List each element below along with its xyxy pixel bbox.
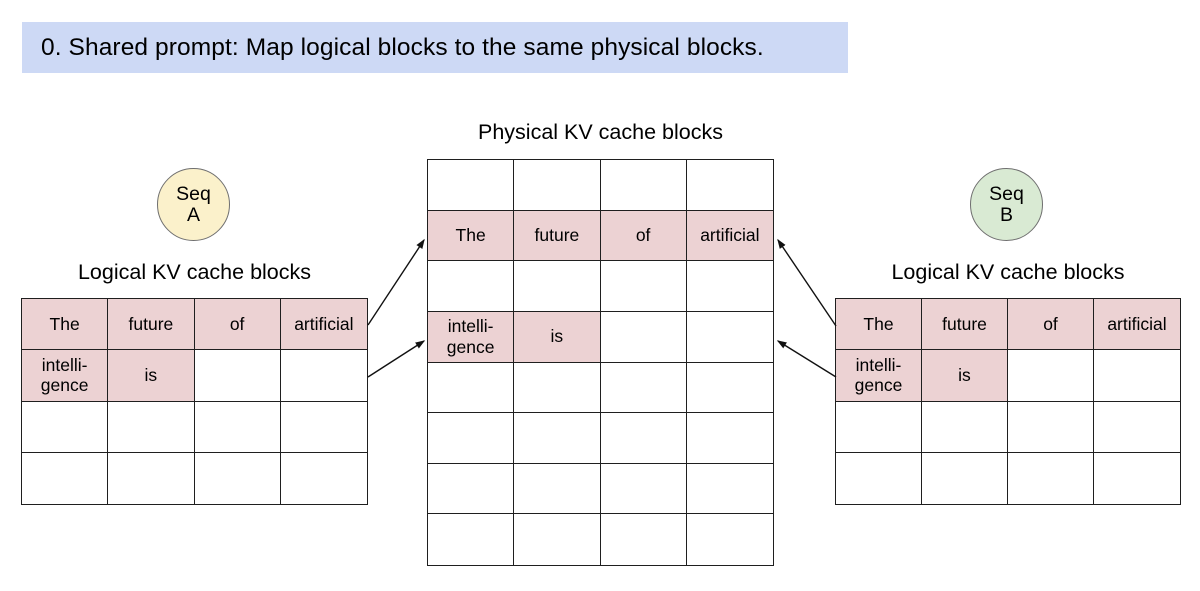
kv-cache-cell xyxy=(1008,350,1094,402)
kv-cache-cell xyxy=(22,452,109,504)
kv-cache-cell xyxy=(428,261,515,312)
step-title-text: 0. Shared prompt: Map logical blocks to … xyxy=(41,33,764,61)
kv-cache-cell xyxy=(600,261,687,312)
kv-cache-cell xyxy=(1008,401,1094,453)
sequence-a-label-line1: Seq xyxy=(176,182,211,205)
kv-cache-cell xyxy=(836,452,922,504)
sequence-b-label-line2: B xyxy=(999,203,1013,226)
kv-cache-cell xyxy=(686,363,773,414)
kv-cache-cell: is xyxy=(514,311,601,363)
kv-cache-cell xyxy=(428,463,515,515)
kv-cache-cell xyxy=(281,453,367,504)
kv-cache-cell: of xyxy=(1008,299,1094,351)
kv-cache-cell: future xyxy=(108,299,195,351)
kv-cache-cell xyxy=(280,350,367,402)
kv-cache-cell xyxy=(686,312,773,363)
kv-cache-cell: intelli- gence xyxy=(836,350,922,402)
kv-cache-cell: is xyxy=(922,350,1008,402)
kv-cache-cell xyxy=(600,160,687,211)
kv-cache-cell: of xyxy=(600,210,687,262)
kv-cache-cell: artificial xyxy=(1094,299,1180,351)
kv-cache-cell xyxy=(600,311,687,363)
step-title-banner: 0. Shared prompt: Map logical blocks to … xyxy=(22,22,848,73)
kv-cache-cell xyxy=(108,452,195,504)
arrow-seq-b-block0-to-physical xyxy=(777,238,837,327)
kv-cache-cell xyxy=(686,261,773,312)
kv-cache-cell xyxy=(836,401,922,453)
kv-cache-cell xyxy=(1094,350,1180,402)
arrow-seq-a-block1-to-physical xyxy=(367,340,426,378)
arrow-seq-b-block1-to-physical xyxy=(776,340,837,378)
sequence-a-label-line2: A xyxy=(186,203,200,226)
kv-cache-cell xyxy=(195,452,281,504)
kv-cache-cell: artificial xyxy=(686,210,773,262)
kv-cache-cell xyxy=(428,413,515,464)
sequence-b-label-line1: Seq xyxy=(989,182,1024,205)
logical-table-b-title: Logical KV cache blocks xyxy=(891,260,1125,284)
kv-cache-cell xyxy=(600,362,687,414)
kv-cache-cell xyxy=(514,413,601,464)
kv-cache-cell: intelli- gence xyxy=(428,311,515,363)
kv-cache-cell xyxy=(514,362,601,414)
kv-cache-cell xyxy=(428,160,515,211)
kv-cache-cell: is xyxy=(108,350,195,402)
kv-cache-cell xyxy=(514,463,601,515)
physical-table-title: Physical KV cache blocks xyxy=(478,120,723,144)
kv-cache-cell xyxy=(922,452,1008,504)
kv-cache-cell xyxy=(428,514,515,565)
kv-cache-cell: future xyxy=(514,210,601,262)
logical-table-a-title: Logical KV cache blocks xyxy=(77,260,312,284)
kv-cache-cell xyxy=(922,401,1008,453)
kv-cache-cell xyxy=(686,160,773,211)
kv-cache-cell: future xyxy=(922,299,1008,351)
kv-cache-cell xyxy=(1094,402,1180,453)
kv-cache-cell xyxy=(108,401,195,453)
kv-cache-cell xyxy=(687,514,773,565)
kv-cache-cell xyxy=(22,401,109,453)
arrow-seq-a-block0-to-physical xyxy=(367,238,425,326)
kv-cache-cell: The xyxy=(428,210,515,262)
sequence-b-badge: Seq B xyxy=(970,168,1043,241)
kv-cache-cell: artificial xyxy=(280,299,367,351)
kv-cache-cell: The xyxy=(22,299,109,351)
kv-cache-cell xyxy=(600,413,687,464)
kv-cache-cell xyxy=(428,362,515,414)
kv-cache-cell xyxy=(686,464,773,515)
kv-cache-cell xyxy=(514,160,601,211)
kv-cache-cell xyxy=(686,413,773,464)
kv-cache-cell: of xyxy=(194,299,281,351)
kv-cache-cell xyxy=(600,463,687,515)
kv-cache-cell xyxy=(1094,453,1180,504)
kv-cache-cell xyxy=(194,401,281,453)
kv-cache-cell xyxy=(514,261,601,312)
kv-cache-cell xyxy=(1008,452,1094,504)
kv-cache-cell: intelli- gence xyxy=(22,350,109,402)
kv-cache-cell xyxy=(280,402,367,453)
kv-cache-cell xyxy=(601,514,687,565)
sequence-a-badge: Seq A xyxy=(157,168,230,241)
kv-cache-cell xyxy=(194,350,281,402)
kv-cache-cell: The xyxy=(836,299,922,351)
kv-cache-cell xyxy=(514,514,601,565)
